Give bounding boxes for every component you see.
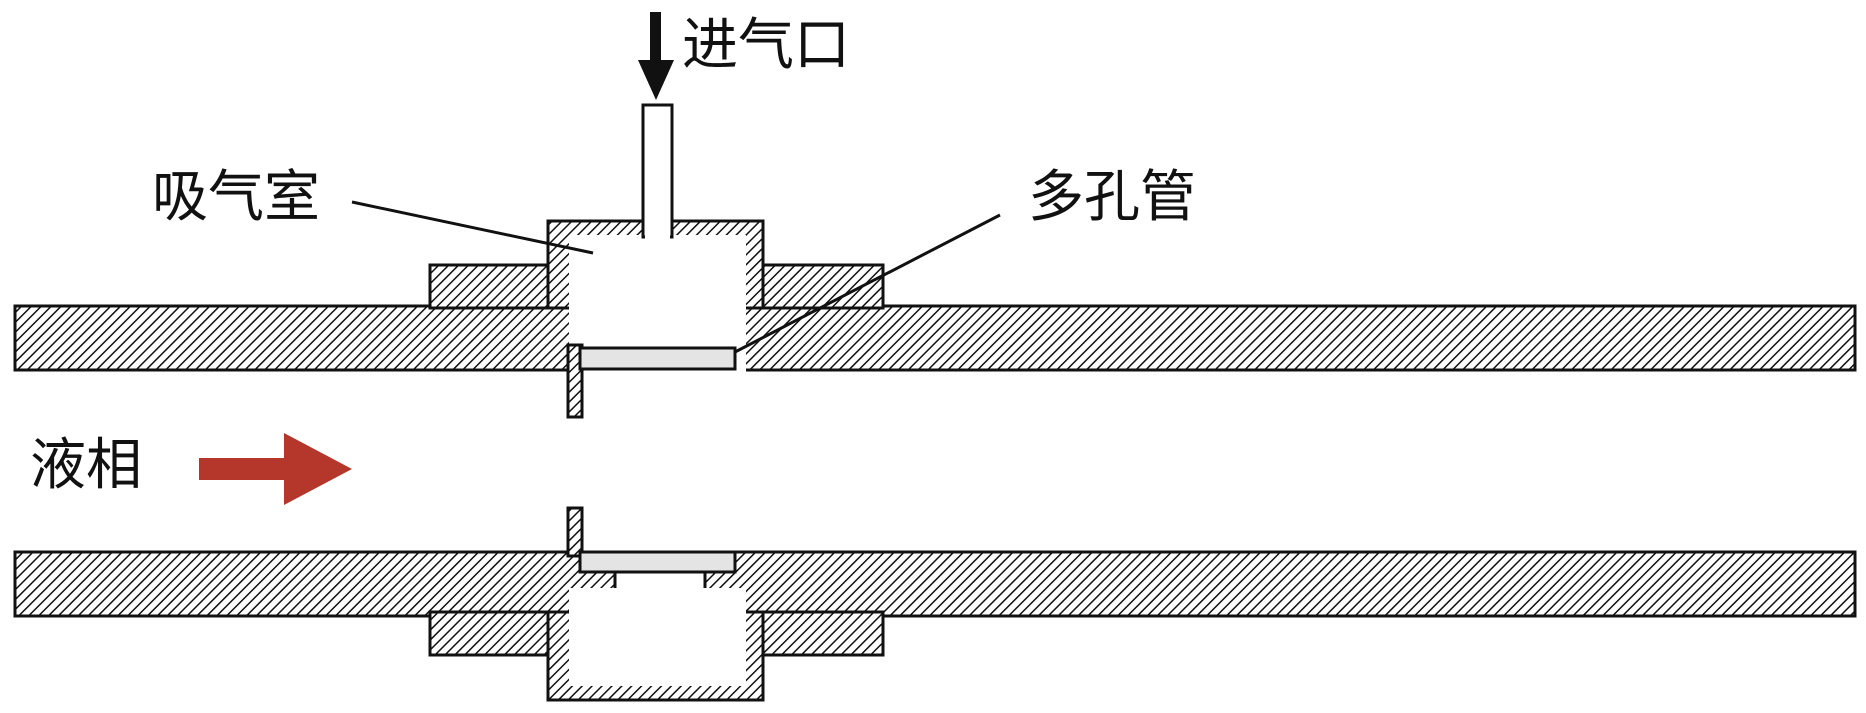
right-arrow-icon xyxy=(199,433,352,505)
lower-chamber-housing xyxy=(428,588,885,702)
down-arrow-icon xyxy=(638,12,674,100)
chamber-leader-line xyxy=(351,200,594,255)
liquid-phase-label: 液相 xyxy=(30,433,142,498)
porous-tube-leader-line xyxy=(734,213,1001,354)
porous-tube-label: 多孔管 xyxy=(1028,165,1196,230)
upper-pipe-wall xyxy=(13,304,1857,372)
lower-porous-tube xyxy=(578,550,737,574)
lower-baffle-plate xyxy=(566,506,584,558)
gas-inlet-pipe xyxy=(641,103,674,239)
chamber-label: 吸气室 xyxy=(152,165,320,230)
inlet-pipe-opening xyxy=(645,219,670,239)
upper-porous-tube xyxy=(578,346,737,371)
inlet-label: 进气口 xyxy=(682,13,850,78)
lower-pipe-wall xyxy=(13,550,1857,618)
